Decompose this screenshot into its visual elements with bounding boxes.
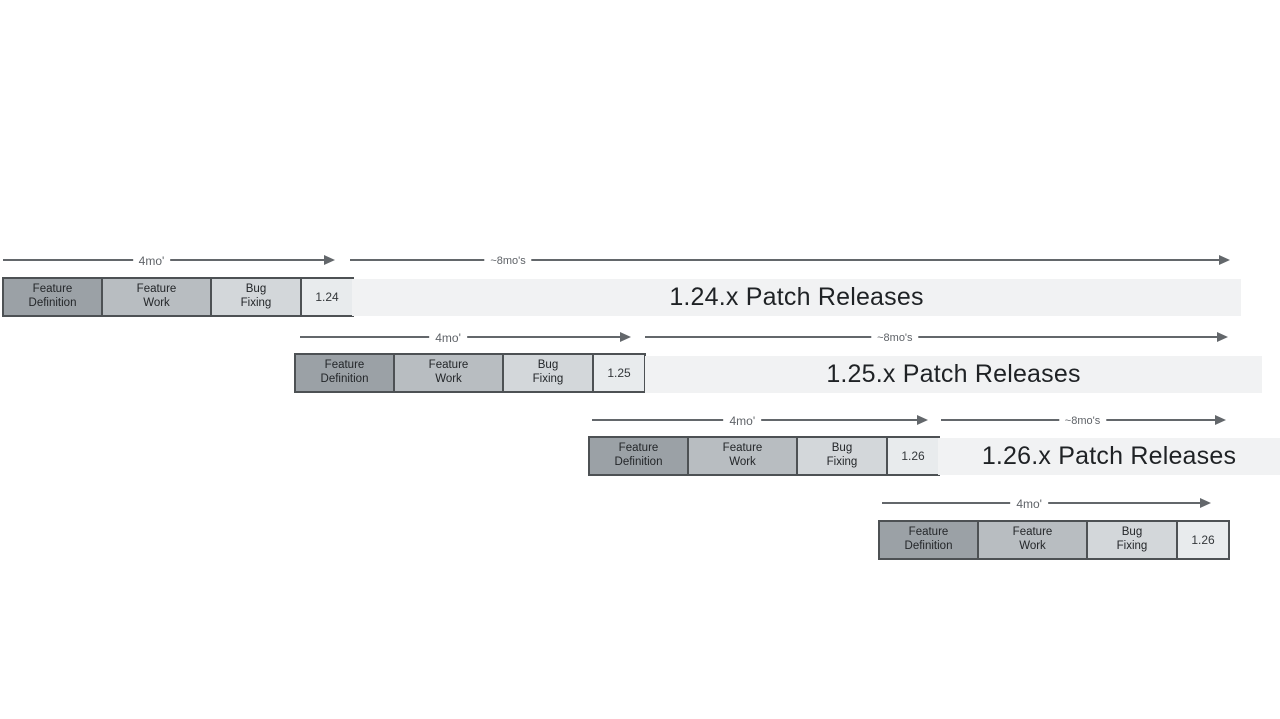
patch-releases-bar: 1.24.x Patch Releases: [352, 279, 1241, 316]
release-phase-boxes: Feature Definition Feature Work Bug Fixi…: [2, 277, 354, 317]
phase-label-line: Bug: [245, 283, 267, 296]
dev-cycle-arrow: 4mo': [300, 331, 631, 346]
dev-cycle-duration-label: 4mo': [132, 254, 171, 269]
phase-label-line: Fixing: [1116, 540, 1148, 552]
phase-label-line: Bug: [831, 442, 853, 455]
patch-cycle-duration-label: ~8mo's: [1058, 414, 1107, 429]
phase-label-line: Definition: [320, 373, 369, 385]
feature-work-box: Feature Work: [393, 355, 502, 391]
version-label: 1.25: [607, 365, 631, 380]
phase-label-line: Work: [435, 373, 462, 385]
arrow-head-icon: [917, 415, 928, 425]
feature-work-box: Feature Work: [101, 279, 210, 315]
feature-work-box: Feature Work: [687, 438, 796, 474]
feature-definition-box: Feature Definition: [4, 279, 101, 315]
phase-label-line: Work: [729, 456, 756, 468]
phase-label-line: Feature: [428, 359, 469, 372]
version-label: 1.24: [315, 289, 339, 304]
version-label: 1.26: [901, 448, 925, 463]
phase-label-line: Feature: [908, 526, 949, 539]
feature-definition-box: Feature Definition: [880, 522, 977, 558]
feature-work-box: Feature Work: [977, 522, 1086, 558]
arrow-head-icon: [1200, 498, 1211, 508]
release-phase-boxes: Feature Definition Feature Work Bug Fixi…: [294, 353, 646, 393]
phase-label-line: Definition: [614, 456, 663, 468]
patch-cycle-duration-label: ~8mo's: [871, 331, 919, 346]
patch-releases-bar: 1.25.x Patch Releases: [645, 356, 1262, 393]
arrow-head-icon: [620, 332, 631, 342]
phase-label-line: Feature: [324, 359, 365, 372]
patch-releases-label: 1.24.x Patch Releases: [669, 283, 924, 311]
version-box: 1.24: [300, 279, 352, 315]
phase-label-line: Definition: [904, 540, 953, 552]
arrow-head-icon: [324, 255, 335, 265]
phase-label-line: Work: [143, 297, 170, 309]
bug-fixing-box: Bug Fixing: [210, 279, 300, 315]
phase-label-line: Fixing: [240, 297, 272, 309]
dev-cycle-duration-label: 4mo': [1010, 497, 1048, 512]
release-phase-boxes: Feature Definition Feature Work Bug Fixi…: [588, 436, 940, 476]
bug-fixing-box: Bug Fixing: [502, 355, 592, 391]
dev-cycle-duration-label: 4mo': [723, 414, 762, 429]
patch-releases-label: 1.26.x Patch Releases: [981, 442, 1237, 470]
version-box: 1.25: [592, 355, 644, 391]
patch-cycle-arrow: ~8mo's: [941, 414, 1226, 429]
arrow-head-icon: [1219, 255, 1230, 265]
arrow-head-icon: [1217, 332, 1228, 342]
phase-label-line: Fixing: [532, 373, 564, 385]
phase-label-line: Definition: [28, 297, 77, 309]
dev-cycle-duration-label: 4mo': [429, 331, 467, 346]
version-label: 1.26: [1191, 532, 1215, 547]
version-box: 1.26: [886, 438, 938, 474]
patch-cycle-arrow: ~8mo's: [350, 254, 1230, 269]
phase-label-line: Bug: [1121, 526, 1143, 539]
feature-definition-box: Feature Definition: [590, 438, 687, 474]
release-phase-boxes: Feature Definition Feature Work Bug Fixi…: [878, 520, 1230, 560]
dev-cycle-arrow: 4mo': [882, 497, 1211, 512]
dev-cycle-arrow: 4mo': [3, 254, 335, 269]
patch-cycle-arrow: ~8mo's: [645, 331, 1228, 346]
phase-label-line: Feature: [1012, 526, 1053, 539]
patch-cycle-duration-label: ~8mo's: [484, 254, 532, 269]
version-box: 1.26: [1176, 522, 1228, 558]
phase-label-line: Feature: [722, 442, 763, 455]
phase-label-line: Feature: [32, 283, 73, 296]
dev-cycle-arrow: 4mo': [592, 414, 928, 429]
patch-releases-label: 1.25.x Patch Releases: [826, 360, 1081, 388]
phase-label-line: Fixing: [826, 456, 858, 468]
phase-label-line: Bug: [537, 359, 559, 372]
patch-releases-bar: 1.26.x Patch Releases: [938, 438, 1280, 475]
phase-label-line: Feature: [136, 283, 177, 296]
bug-fixing-box: Bug Fixing: [796, 438, 886, 474]
feature-definition-box: Feature Definition: [296, 355, 393, 391]
phase-label-line: Work: [1019, 540, 1046, 552]
phase-label-line: Feature: [618, 442, 659, 455]
bug-fixing-box: Bug Fixing: [1086, 522, 1176, 558]
arrow-head-icon: [1215, 415, 1226, 425]
